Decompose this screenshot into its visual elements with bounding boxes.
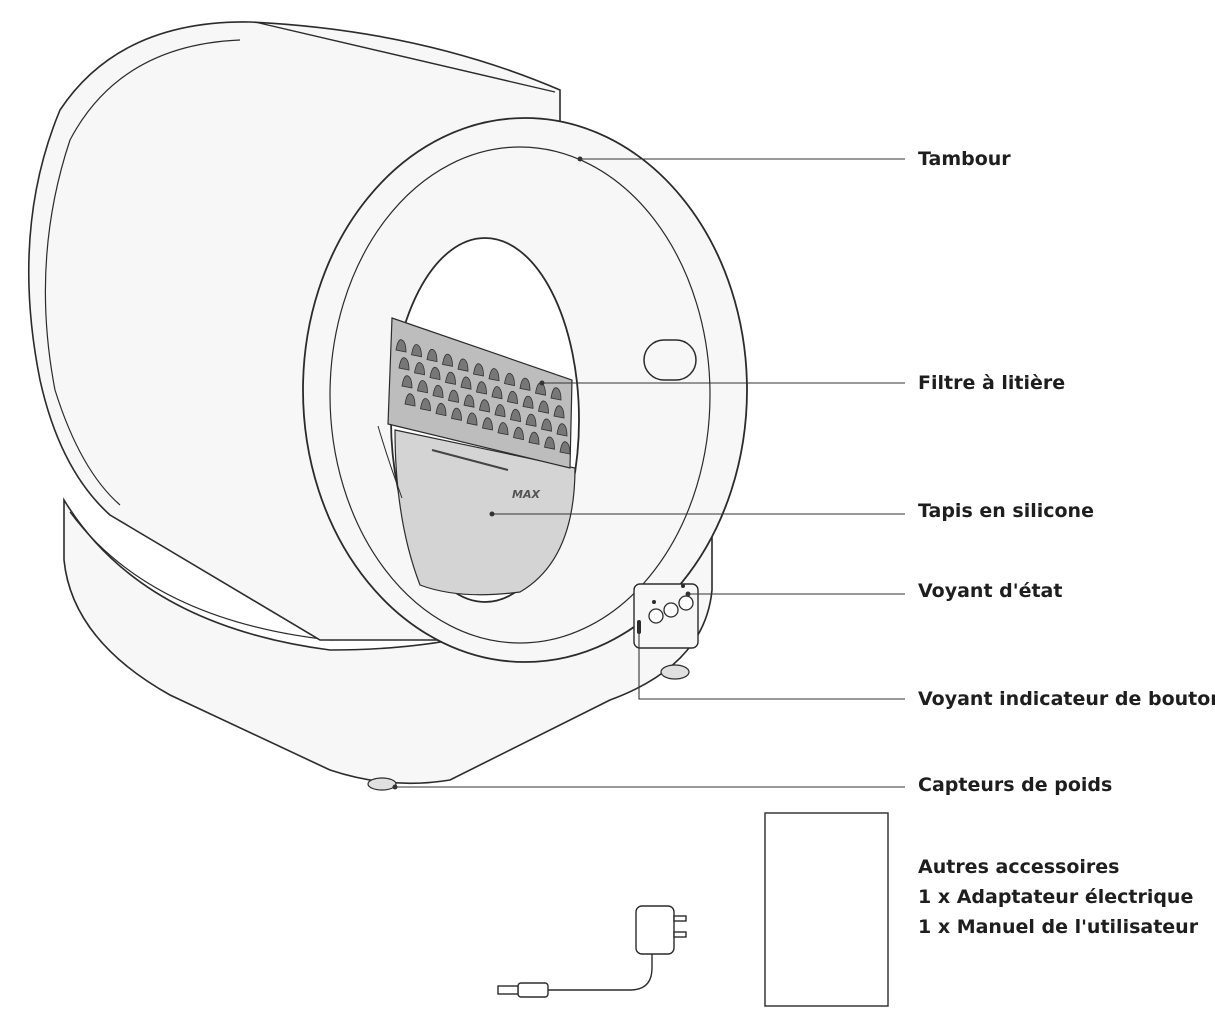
- filter-tooth: [541, 418, 552, 432]
- filter-tooth: [522, 395, 534, 409]
- filter-tooth: [395, 339, 407, 353]
- filter-tooth: [417, 380, 428, 394]
- filter-tooth: [519, 377, 531, 391]
- filter-tooth: [414, 362, 425, 376]
- silicone-mat-shape: [394, 429, 576, 596]
- accessories-heading: Autres accessoires: [918, 856, 1120, 878]
- label-status-light: Voyant d'état: [918, 580, 1063, 602]
- filter-tooth: [504, 372, 515, 387]
- label-button-indicator: Voyant indicateur de bouton: [918, 688, 1215, 710]
- filter-tooth: [429, 366, 441, 381]
- filter-tooth: [494, 404, 506, 418]
- filter-tooth: [544, 436, 555, 450]
- label-silicone-mat: Tapis en silicone: [918, 500, 1094, 522]
- filter-tooth: [507, 390, 518, 405]
- filter-tooth: [445, 371, 456, 385]
- leader-lines: [392, 156, 905, 790]
- filter-tooth: [420, 398, 431, 412]
- filter-tooth: [457, 358, 469, 372]
- panel-button-3: [678, 595, 694, 611]
- handle: [643, 339, 697, 381]
- filter-tooth: [559, 441, 571, 455]
- accessories-list: Autres accessoires 1 x Adaptateur électr…: [918, 852, 1198, 942]
- filter-tooth: [473, 363, 484, 377]
- filter-tooth: [510, 408, 521, 423]
- control-panel: [633, 583, 699, 680]
- filter-tooth: [426, 348, 438, 363]
- filter-tooth: [476, 381, 487, 395]
- label-weight-sensors: Capteurs de poids: [918, 774, 1113, 796]
- max-fill-marking: MAX: [512, 488, 540, 501]
- filter-tooth: [538, 400, 549, 414]
- filter-teeth: [395, 339, 571, 455]
- filter-tooth: [401, 375, 413, 389]
- filter-tooth: [463, 394, 475, 408]
- weight-sensor-foot: [367, 777, 397, 791]
- panel-button-1: [648, 608, 664, 624]
- filter-tooth: [479, 399, 490, 413]
- filter-tooth: [442, 353, 453, 367]
- filter-tooth: [460, 376, 472, 390]
- accessory-item: 1 x Manuel de l'utilisateur: [918, 916, 1199, 938]
- leader-button-indicator: [638, 628, 905, 700]
- power-adapter: [497, 905, 687, 998]
- max-line: [431, 449, 509, 471]
- filter-tooth: [448, 389, 459, 403]
- interior: MAX: [377, 317, 576, 596]
- filter-tooth: [553, 405, 565, 419]
- label-litter-filter: Filtre à litière: [918, 372, 1066, 394]
- filter-tooth: [497, 422, 509, 436]
- filter-tooth: [466, 412, 478, 426]
- filter-tooth: [491, 386, 503, 400]
- filter-tooth: [488, 368, 500, 382]
- filter-tooth: [482, 417, 493, 431]
- filter-tooth: [556, 423, 568, 437]
- label-drum: Tambour: [918, 148, 1011, 170]
- filter-tooth: [404, 393, 416, 407]
- filter-tooth: [435, 402, 447, 417]
- panel-button-2: [663, 602, 679, 618]
- user-manual-booklet: [764, 812, 889, 1007]
- filter-tooth: [451, 407, 462, 421]
- status-led-dot: [652, 600, 656, 604]
- rear-foot: [660, 664, 690, 680]
- accessory-item: 1 x Adaptateur électrique: [918, 886, 1194, 908]
- filter-tooth: [528, 431, 540, 445]
- button-indicator-led: [637, 620, 641, 634]
- filter-tooth: [525, 413, 537, 427]
- filter-tooth: [432, 384, 444, 399]
- filter-tooth: [411, 344, 422, 358]
- filter-tooth: [513, 426, 524, 441]
- filter-tooth: [550, 387, 562, 401]
- filter-tooth: [398, 357, 410, 371]
